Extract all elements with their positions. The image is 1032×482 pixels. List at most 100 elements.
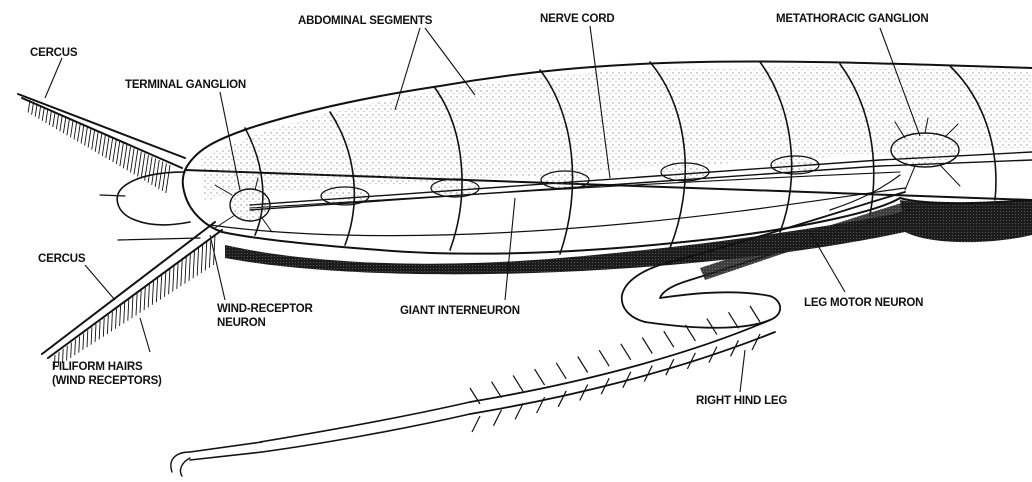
filiform-hair [148,284,149,307]
filiform-hair [127,147,131,171]
filiform-hair [95,324,96,342]
filiform-hair [67,118,70,135]
filiform-hair [99,133,102,154]
filiform-hair [132,297,133,319]
filiform-hair [205,241,207,270]
tibia-spine [513,375,523,391]
filiform-hair [60,115,62,131]
filiform-hair [85,127,88,146]
filiform-hair [156,278,157,302]
thorax-shadow [900,200,1032,242]
segmental-ganglion [771,156,819,174]
filiform-hair [136,294,137,316]
filiform-hair [185,257,186,284]
filiform-hair [102,135,105,156]
filiform-hair [197,247,198,275]
filiform-hair [91,327,92,344]
filiform-hair [74,122,77,140]
filiform-hair [152,281,153,305]
knee-outline [645,292,780,327]
tibia-spines [470,306,760,432]
filiform-hair [95,132,98,152]
tibia-spine [472,416,480,432]
filiform-hair [193,250,194,278]
label-terminal-ganglion: TERMINAL GANGLION [125,79,246,91]
segmental-ganglion [661,163,709,181]
filiform-hair [113,140,116,162]
filiform-hair [162,163,166,191]
filiform-hair [169,269,170,294]
filiform-hair [112,312,113,331]
leader-giant-interneuron [505,198,515,300]
label-metathoracic-ganglion: METATHORACIC GANGLION [776,13,929,25]
leader-filiform-hairs [140,318,150,352]
filiform-hair [87,330,88,347]
filiform-hair [81,125,84,144]
claw [171,452,190,476]
filiform-hair [120,306,121,326]
segmental-ganglion [541,171,589,189]
filiform-hair [120,143,123,166]
filiform-hair [75,340,76,356]
filiform-hair [128,300,129,321]
filiform-hair [160,275,161,300]
tibia-spine [729,312,739,328]
tarsus-outline [190,442,262,460]
abdomen-dorsal-stipple [200,67,1032,200]
label-wind-receptor-neuron-1: WIND-RECEPTOR [217,303,313,315]
tibia-spine [578,357,588,373]
tibia-spine [707,319,717,335]
leader-right-hind-leg [740,350,745,392]
filiform-hair [71,120,74,137]
filiform-hair [92,130,95,150]
filiform-hair [159,162,163,189]
filiform-hair [35,103,37,116]
filiform-hair [46,108,48,123]
filiform-hair [53,112,55,127]
filiform-hair [109,138,112,160]
cercus-top-drawing [18,94,185,193]
cercus-bottom-shaft [42,222,222,358]
segmental-ganglion [431,179,479,197]
filiform-hair [78,123,81,141]
filiform-hair [189,254,190,281]
cercus-bottom-drawing [42,222,222,369]
tibia-spine [556,363,566,379]
filiform-hair [138,152,142,177]
tibia-spine [750,306,760,322]
label-right-hind-leg: RIGHT HIND LEG [696,395,787,407]
filiform-hair [88,128,91,147]
filiform-hair [106,137,109,158]
terminal-ganglion-body [230,189,270,221]
filiform-hair [165,272,166,297]
cercus-top-hairs [28,100,170,193]
label-giant-interneuron: GIANT INTERNEURON [400,305,520,317]
label-cercus-top: CERCUS [30,47,78,59]
filiform-hair [116,142,119,164]
leader-cercus-bottom [85,265,115,300]
cercus-top-shaft [18,94,185,168]
filiform-hair [144,287,145,310]
filiform-hair [67,346,68,361]
label-filiform-hairs-1: FILIFORM HAIRS [52,361,143,373]
terminal-stub [100,195,125,196]
terminal-lobe [117,172,190,225]
tibia-spine [535,369,545,385]
filiform-hair [103,318,104,337]
filiform-hair [148,157,152,183]
filiform-hair [39,105,41,119]
label-nerve-cord: NERVE CORD [540,13,614,25]
label-filiform-hairs-2: (WIND RECEPTORS) [52,375,162,387]
filiform-hair [99,321,100,339]
tibia-spine [494,410,502,426]
filiform-hair [134,150,138,174]
filiform-hair [131,148,135,172]
filiform-hair [107,315,108,334]
tibia-spine [664,331,674,347]
tarsus-outline [260,402,470,452]
label-wind-receptor-neuron-2: NEURON [217,317,266,329]
filiform-hair [56,113,58,129]
tibia-spine [537,397,545,413]
filiform-hair [49,110,51,125]
tibia-spine [599,350,609,366]
